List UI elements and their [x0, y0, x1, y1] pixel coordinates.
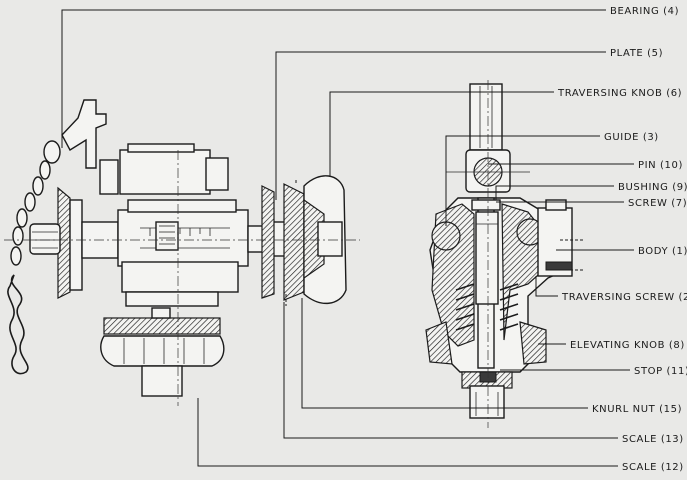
- section-view-assembly: [425, 80, 584, 428]
- label-plate: PLATE (5): [610, 48, 663, 59]
- chain: [7, 140, 61, 375]
- label-stop: STOP (11): [634, 366, 687, 377]
- label-body: BODY (1): [638, 246, 687, 257]
- callout-labels: BEARING (4) PLATE (5) TRAVERSING KNOB (6…: [557, 6, 687, 473]
- label-screw: SCREW (7): [628, 198, 687, 209]
- label-bushing: BUSHING (9): [618, 182, 687, 193]
- label-scale-12: SCALE (12): [622, 462, 684, 473]
- label-pin: PIN (10): [638, 160, 683, 171]
- leader-lines: [61, 9, 634, 467]
- label-elevating-knob: ELEVATING KNOB (8): [570, 340, 685, 351]
- label-bearing: BEARING (4): [610, 6, 679, 17]
- label-traversing-knob: TRAVERSING KNOB (6): [557, 88, 682, 99]
- label-traversing-screw: TRAVERSING SCREW (2): [561, 292, 687, 303]
- side-view-assembly: [4, 99, 360, 406]
- label-scale-13: SCALE (13): [622, 434, 684, 445]
- thread-marks: [455, 283, 519, 331]
- label-knurl-nut: KNURL NUT (15): [592, 404, 682, 415]
- label-guide: GUIDE (3): [604, 132, 659, 143]
